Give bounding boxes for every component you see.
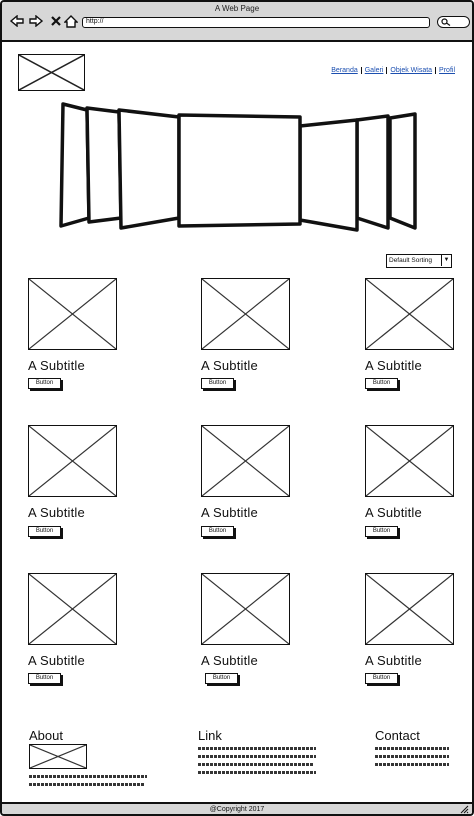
card-button[interactable]: Button <box>28 673 61 684</box>
footer-about-image-placeholder <box>29 744 87 769</box>
card-image-placeholder[interactable] <box>28 278 117 350</box>
browser-toolbar: A Web Page http:// <box>2 2 472 42</box>
url-input[interactable]: http:// <box>82 17 430 28</box>
footer-contact-text-line <box>375 755 449 758</box>
card-image-placeholder[interactable] <box>28 573 117 645</box>
carousel-slide-right-mid <box>355 114 390 230</box>
copyright-bar: @Copyright 2017 <box>2 802 472 814</box>
card-image-placeholder[interactable] <box>201 573 290 645</box>
card-button[interactable]: Button <box>365 673 398 684</box>
card-button[interactable]: Button <box>201 378 234 389</box>
window-title: A Web Page <box>214 4 260 13</box>
nav-link-beranda[interactable]: Beranda <box>331 67 358 74</box>
footer-link-text-line[interactable] <box>198 755 316 758</box>
page-content: Beranda Galeri Objek Wisata Profil Defau… <box>2 42 472 802</box>
card-subtitle: A Subtitle <box>28 653 85 668</box>
carousel-slide-right-near <box>298 118 359 232</box>
carousel-slide-center <box>177 113 302 228</box>
search-icon <box>441 18 451 26</box>
image-carousel[interactable] <box>57 100 422 232</box>
card-subtitle: A Subtitle <box>201 505 258 520</box>
card-image-placeholder[interactable] <box>365 573 454 645</box>
footer-about-heading: About <box>29 728 63 743</box>
card-subtitle: A Subtitle <box>28 505 85 520</box>
card-button[interactable]: Button <box>205 673 238 684</box>
footer-contact-text-line <box>375 763 449 766</box>
nav-link-galeri[interactable]: Galeri <box>360 67 387 74</box>
footer-link-text-line[interactable] <box>198 763 314 766</box>
card-button[interactable]: Button <box>28 378 61 389</box>
card-subtitle: A Subtitle <box>365 358 422 373</box>
back-arrow-icon[interactable] <box>10 14 24 28</box>
card-image-placeholder[interactable] <box>201 278 290 350</box>
nav-link-profil[interactable]: Profil <box>435 67 458 74</box>
footer-link-text-line[interactable] <box>198 747 316 750</box>
carousel-slide-left-far <box>59 102 91 228</box>
card-subtitle: A Subtitle <box>201 358 258 373</box>
close-icon[interactable] <box>49 14 63 28</box>
copyright-text: @Copyright 2017 <box>209 806 265 813</box>
sort-dropdown[interactable]: Default Sorting ▼ <box>386 254 452 268</box>
card-subtitle: A Subtitle <box>201 653 258 668</box>
logo-image-placeholder <box>18 54 85 91</box>
home-icon[interactable] <box>64 14 78 28</box>
card-button[interactable]: Button <box>365 378 398 389</box>
card-button[interactable]: Button <box>201 526 234 537</box>
top-navigation: Beranda Galeri Objek Wisata Profil <box>328 67 458 74</box>
carousel-slide-left-mid <box>85 106 123 224</box>
card-button[interactable]: Button <box>365 526 398 537</box>
footer-link-heading: Link <box>198 728 222 743</box>
sort-dropdown-value: Default Sorting <box>389 257 432 264</box>
footer-link-text-line[interactable] <box>198 771 316 774</box>
card-image-placeholder[interactable] <box>365 278 454 350</box>
footer-contact-text-line <box>375 747 449 750</box>
forward-arrow-icon[interactable] <box>29 14 43 28</box>
carousel-slide-right-far <box>388 112 417 230</box>
nav-link-objek-wisata[interactable]: Objek Wisata <box>386 67 435 74</box>
card-subtitle: A Subtitle <box>28 358 85 373</box>
footer-contact-heading: Contact <box>375 728 420 743</box>
footer-about-text-line <box>29 783 145 786</box>
carousel-slide-left-near <box>117 108 181 230</box>
footer-about-text-line <box>29 775 147 778</box>
resize-handle-icon[interactable] <box>459 804 469 814</box>
card-image-placeholder[interactable] <box>201 425 290 497</box>
card-button[interactable]: Button <box>28 526 61 537</box>
browser-search-field[interactable] <box>437 16 470 28</box>
chevron-down-icon[interactable]: ▼ <box>441 255 451 266</box>
card-subtitle: A Subtitle <box>365 653 422 668</box>
card-image-placeholder[interactable] <box>365 425 454 497</box>
card-image-placeholder[interactable] <box>28 425 117 497</box>
card-subtitle: A Subtitle <box>365 505 422 520</box>
